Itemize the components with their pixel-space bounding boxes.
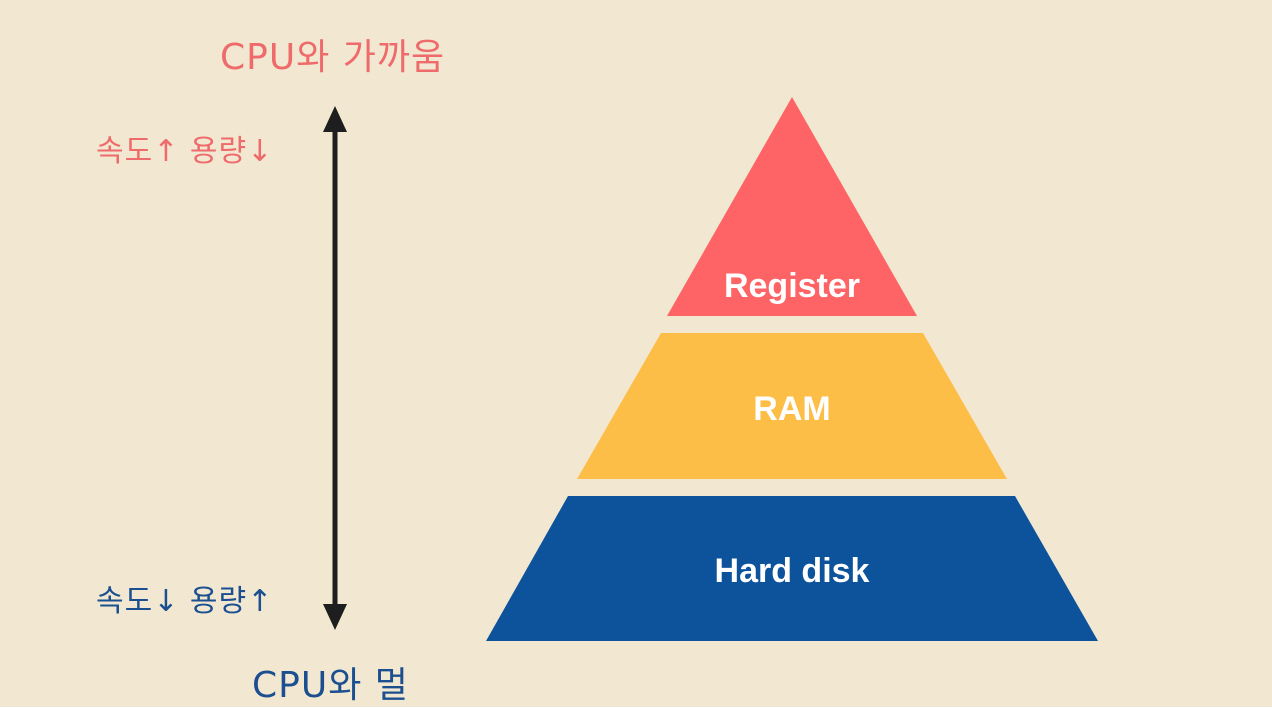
pyramid: Register RAM Hard disk [486, 97, 1098, 641]
hard-disk-layer [486, 496, 1098, 641]
ram-layer [577, 333, 1007, 479]
cpu-far-label: CPU와 멀 [252, 665, 409, 706]
top-speed-capacity-note: 속도↑ 용량↓ [96, 134, 274, 169]
arrow-down-head [323, 604, 347, 630]
ram-layer-label: RAM [753, 390, 830, 428]
register-layer-label: Register [724, 267, 860, 305]
double-arrow [323, 106, 347, 630]
hard-disk-layer-label: Hard disk [715, 552, 870, 590]
register-layer [667, 97, 917, 316]
bottom-speed-capacity-note: 속도↓ 용량↑ [96, 584, 274, 619]
cpu-near-label: CPU와 가까움 [220, 37, 446, 78]
arrow-up-head [323, 106, 347, 132]
